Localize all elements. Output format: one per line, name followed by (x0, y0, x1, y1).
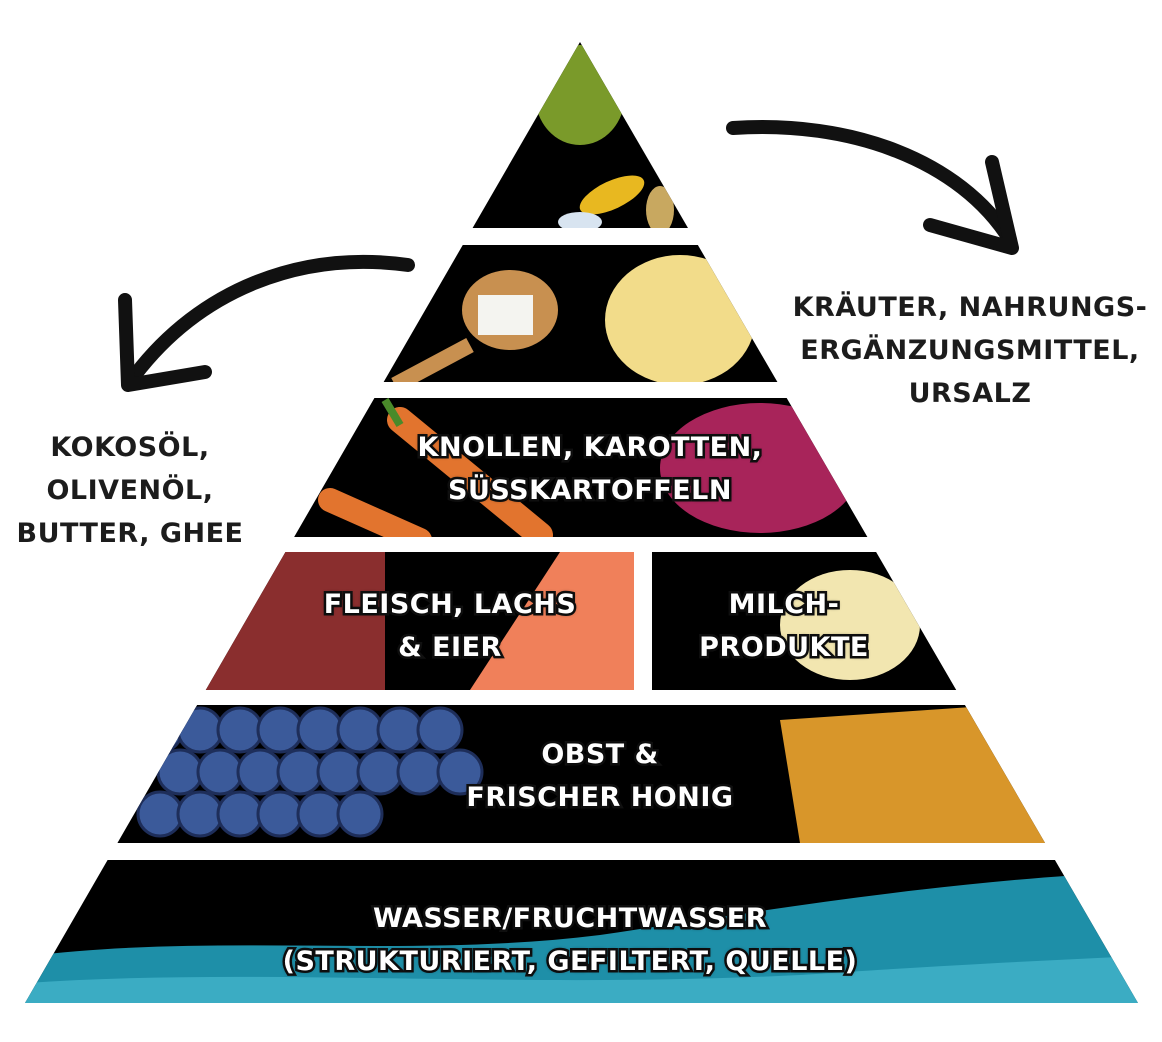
label-line: OLIVENÖL, (46, 475, 214, 506)
blueberry (256, 706, 304, 754)
blueberry (176, 706, 224, 754)
label-line: ERGÄNZUNGSMITTEL, (800, 335, 1140, 366)
blueberry (336, 790, 384, 838)
cheese (780, 570, 920, 680)
label-line: BUTTER, GHEE (16, 518, 244, 549)
salmon (470, 552, 634, 690)
label-line: OBST & (539, 737, 661, 773)
blueberry (336, 706, 384, 754)
label-line: & EIER (396, 630, 504, 666)
blueberry (296, 790, 344, 838)
label-line: KNOLLEN, KAROTTEN, (415, 430, 764, 466)
blueberry (396, 748, 444, 796)
herb-powder (535, 45, 625, 145)
tier-4-left-label: FLEISCH, LACHS & EIER (321, 583, 578, 669)
blueberry (216, 790, 264, 838)
blueberry (316, 748, 364, 796)
blueberry (296, 706, 344, 754)
arrow-right-icon (726, 120, 1017, 247)
blueberry (156, 748, 204, 796)
label-line: SÜSSKARTOFFELN (446, 473, 734, 509)
blueberry (276, 748, 324, 796)
label-line: (STRUKTURIERT, GEFILTERT, QUELLE) (280, 944, 859, 980)
capsule (558, 212, 602, 228)
tier-4-right-label: MILCH- PRODUKTE (697, 583, 871, 669)
arrow-left-head-icon (118, 293, 212, 392)
label-line: KRÄUTER, NAHRUNGS- (792, 292, 1148, 323)
blueberry (176, 790, 224, 838)
side-label-right: KRÄUTER, NAHRUNGS- ERGÄNZUNGSMITTEL, URS… (793, 286, 1148, 415)
side-label-left: KOKOSÖL, OLIVENÖL, BUTTER, GHEE (17, 426, 244, 555)
blueberry (216, 706, 264, 754)
label-line: KOKOSÖL, (50, 432, 210, 463)
blueberry (416, 706, 464, 754)
arrow-right-head-icon (923, 155, 1019, 255)
blueberry (136, 790, 184, 838)
tier-5-label: OBST & FRISCHER HONIG (464, 733, 736, 819)
label-line: FRISCHER HONIG (464, 780, 736, 816)
label-line: MILCH- (726, 587, 841, 623)
blueberry (256, 790, 304, 838)
coconut-oil (478, 295, 533, 335)
blueberry (196, 748, 244, 796)
capsule (646, 186, 674, 228)
capsule (579, 175, 645, 215)
label-line: WASSER/FRUCHTWASSER (370, 901, 769, 937)
blueberry (136, 706, 184, 754)
blueberry (356, 748, 404, 796)
label-line: FLEISCH, LACHS (321, 587, 578, 623)
butter-curls (605, 255, 755, 382)
blueberry (436, 748, 484, 796)
arrow-left-icon (128, 255, 415, 382)
blueberry (376, 706, 424, 754)
label-line: PRODUKTE (697, 630, 871, 666)
tier-6-label: WASSER/FRUCHTWASSER (STRUKTURIERT, GEFIL… (280, 897, 859, 983)
blueberry (236, 748, 284, 796)
label-line: URSALZ (908, 378, 1032, 409)
tier-3-label: KNOLLEN, KAROTTEN, SÜSSKARTOFFELN (415, 426, 764, 512)
honeycomb (780, 705, 1045, 843)
